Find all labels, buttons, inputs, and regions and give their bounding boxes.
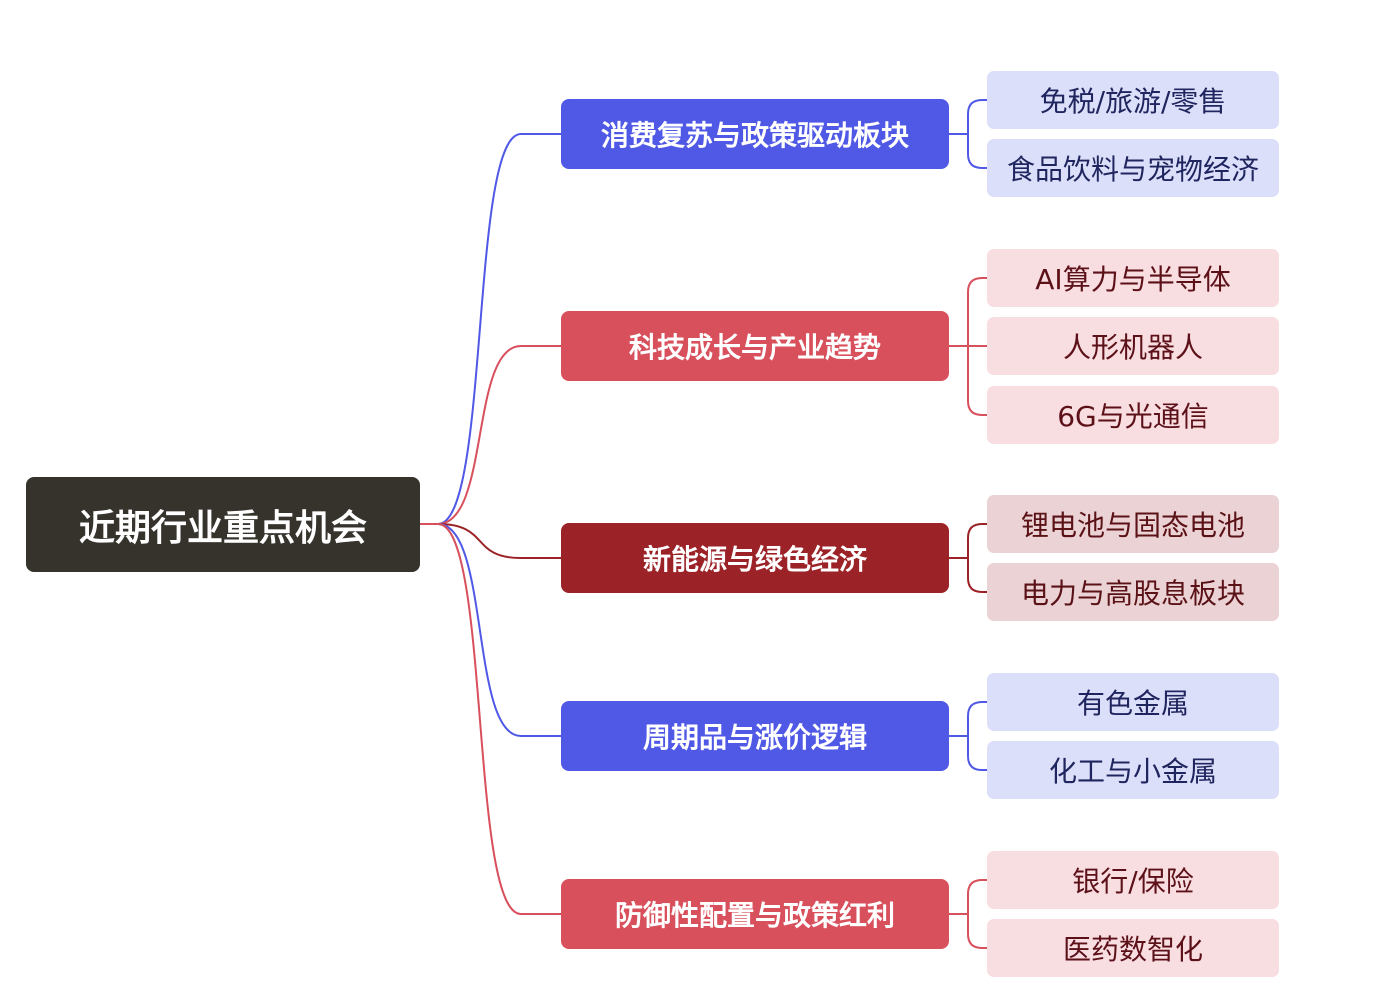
branch-leaf-link xyxy=(949,735,987,771)
branch-node[interactable]: 周期品与涨价逻辑 xyxy=(561,701,949,771)
root-node[interactable]: 近期行业重点机会 xyxy=(26,477,420,572)
leaf-node[interactable]: 人形机器人 xyxy=(987,317,1279,375)
branch-node[interactable]: 新能源与绿色经济 xyxy=(561,523,949,593)
leaf-node[interactable]: 电力与高股息板块 xyxy=(987,563,1279,621)
branch-leaf-link xyxy=(949,701,987,737)
branch-leaf-link xyxy=(949,345,987,416)
branch-leaf-link xyxy=(949,523,987,559)
leaf-node[interactable]: 化工与小金属 xyxy=(987,741,1279,799)
branch-leaf-link xyxy=(949,277,987,347)
branch-leaf-link xyxy=(949,133,987,169)
branch-leaf-link xyxy=(949,99,987,135)
root-branch-link xyxy=(420,523,561,915)
leaf-node[interactable]: 锂电池与固态电池 xyxy=(987,495,1279,553)
root-branch-link xyxy=(420,523,561,559)
leaf-node[interactable]: 食品饮料与宠物经济 xyxy=(987,139,1279,197)
leaf-node[interactable]: 有色金属 xyxy=(987,673,1279,731)
branch-leaf-link xyxy=(949,913,987,949)
branch-leaf-link xyxy=(949,557,987,593)
root-branch-link xyxy=(420,345,561,525)
branch-node[interactable]: 防御性配置与政策红利 xyxy=(561,879,949,949)
branch-node[interactable]: 科技成长与产业趋势 xyxy=(561,311,949,381)
root-branch-link xyxy=(420,523,561,737)
leaf-node[interactable]: 6G与光通信 xyxy=(987,386,1279,444)
leaf-node[interactable]: 银行/保险 xyxy=(987,851,1279,909)
branch-node[interactable]: 消费复苏与政策驱动板块 xyxy=(561,99,949,169)
leaf-node[interactable]: AI算力与半导体 xyxy=(987,249,1279,307)
root-branch-link xyxy=(420,133,561,525)
leaf-node[interactable]: 免税/旅游/零售 xyxy=(987,71,1279,129)
branch-leaf-link xyxy=(949,879,987,915)
leaf-node[interactable]: 医药数智化 xyxy=(987,919,1279,977)
